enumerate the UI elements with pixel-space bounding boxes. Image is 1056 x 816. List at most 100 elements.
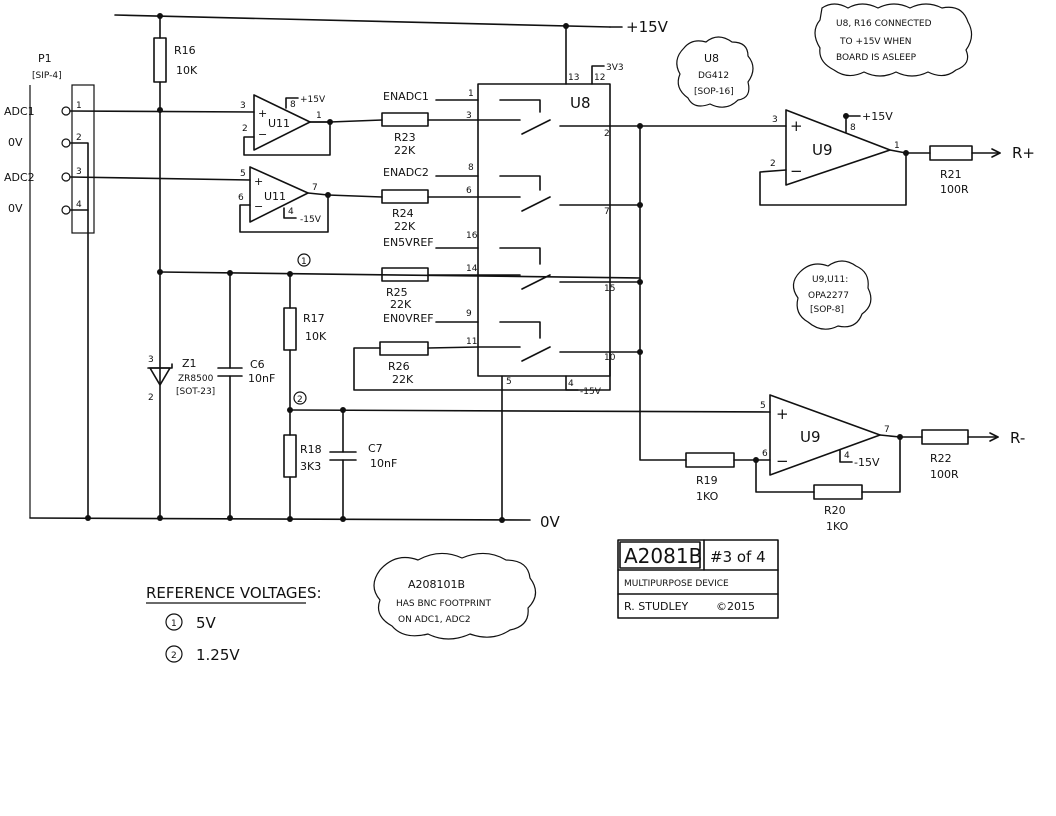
resistor-r17: R17 10K [283, 273, 327, 411]
r17-value: 10K [305, 330, 327, 343]
r22-ref: R22 [930, 452, 952, 465]
title-sheet: #3 of 4 [710, 548, 766, 566]
r24-ref: R24 [392, 207, 414, 220]
opamp-u11b: + − U11 5 6 7 4 -15V [69, 166, 383, 233]
switch-u8: U8 13 12 3V3 5 4 -15V ENADC1 1 ENADC2 8 … [383, 25, 624, 521]
z1-part: ZR8500 [178, 374, 214, 384]
resistor-r26: R26 22K [353, 341, 611, 391]
node2-net: 2 [287, 391, 771, 413]
u8-pin: 11 [466, 337, 477, 347]
r16-ref: R16 [174, 44, 196, 57]
u9b-supply: -15V [854, 456, 880, 469]
u9a-ref: U9 [812, 141, 833, 159]
note-cloud-u8-r16: U8, R16 CONNECTED TO +15V WHEN BOARD IS … [814, 3, 973, 77]
u9b-pin: 7 [884, 425, 890, 435]
r23-value: 22K [394, 144, 416, 157]
z1-package: [SOT-23] [176, 387, 215, 397]
r25-ref: R25 [386, 286, 408, 299]
u11a-pin: 3 [240, 101, 246, 111]
u11b-pin: 5 [240, 169, 246, 179]
u11a-pin: 1 [316, 111, 322, 121]
r18-value: 3K3 [300, 460, 321, 473]
r18-ref: R18 [300, 443, 322, 456]
r22-value: 100R [930, 468, 959, 481]
u8-enable: EN5VREF [383, 236, 434, 249]
u9a-pin: 1 [894, 141, 900, 151]
u8-pin: 2 [604, 129, 610, 139]
u8-note-ref: U8 [704, 52, 719, 65]
u8-enable: ENADC2 [383, 166, 429, 179]
u11b-ref: U11 [264, 190, 286, 203]
r20-ref: R20 [824, 504, 846, 517]
u11b-pin: 6 [238, 193, 244, 203]
u11b-pin: 4 [288, 207, 294, 217]
title-year: ©2015 [716, 600, 755, 613]
u8-pin: 5 [506, 377, 512, 387]
note-line: [SOP-8] [810, 305, 844, 315]
note-line: BOARD IS ASLEEP [836, 53, 917, 63]
connector-ref: P1 [38, 52, 52, 65]
u8-note-part: DG412 [698, 71, 729, 81]
note-cloud-u8-part: U8 DG412 [SOP-16] [676, 36, 754, 108]
refv-value: 1.25V [196, 646, 240, 664]
resistor-r19: R19 1KO [685, 452, 771, 503]
c6-ref: C6 [250, 358, 265, 371]
r23-ref: R23 [394, 131, 416, 144]
connector-p1: P1 [SIP-4] ADC1 0V ADC2 0V 1 2 3 4 [4, 52, 95, 519]
pos15-rail-label: +15V [626, 18, 669, 36]
r21-ref: R21 [940, 168, 962, 181]
refv-value: 5V [196, 614, 217, 632]
connector-pin-label: 0V [8, 202, 23, 215]
refv-title: REFERENCE VOLTAGES: [146, 584, 322, 602]
u8-pin: 7 [604, 207, 610, 217]
u11b-supply: -15V [300, 215, 322, 225]
u9a-pin: 8 [850, 123, 856, 133]
u8-pin: 13 [568, 73, 579, 83]
r19-ref: R19 [696, 474, 718, 487]
note-line: OPA2277 [808, 291, 849, 301]
r26-ref: R26 [388, 360, 410, 373]
gnd-rail: 0V [29, 513, 561, 531]
u11a-supply: +15V [300, 95, 326, 105]
resistor-r23: R23 22K [381, 112, 479, 157]
u8-pin: 15 [604, 284, 615, 294]
u8-ref: U8 [570, 94, 591, 112]
u9a-supply: +15V [862, 110, 893, 123]
u8-pin: 8 [468, 163, 474, 173]
reference-voltages: REFERENCE VOLTAGES: 1 5V 2 1.25V [146, 584, 322, 664]
u9a-pin: 3 [772, 115, 778, 125]
note-line: ON ADC1, ADC2 [398, 615, 471, 625]
output-rplus: R+ [1012, 144, 1035, 162]
connector-pin-label: ADC2 [4, 171, 35, 184]
u9b-ref: U9 [800, 428, 821, 446]
u9a-pin: 2 [770, 159, 776, 169]
r17-ref: R17 [303, 312, 325, 325]
r16-value: 10K [176, 64, 198, 77]
u11a-pin: 2 [242, 124, 248, 134]
r19-value: 1KO [696, 490, 719, 503]
plus-sign: + [790, 117, 803, 135]
u8-note-package: [SOP-16] [694, 87, 734, 97]
refv-node: 1 [171, 619, 177, 629]
plus-sign: + [258, 107, 267, 120]
resistor-r20: R20 1KO [755, 459, 863, 533]
u11b-pin: 7 [312, 183, 318, 193]
r26-value: 22K [392, 373, 414, 386]
title-description: MULTIPURPOSE DEVICE [624, 579, 729, 589]
connector-pin-label: ADC1 [4, 105, 35, 118]
c7-ref: C7 [368, 442, 383, 455]
opamp-u9b: + − U9 5 6 7 4 -15V [760, 394, 923, 493]
resistor-r21: R21 100R R+ [929, 144, 1035, 196]
node2-tag: 2 [297, 395, 303, 405]
u11a-ref: U11 [268, 117, 290, 130]
opamp-u9a: + − U9 3 2 1 8 +15V [759, 109, 931, 206]
note-cloud-opamps: U9,U11: OPA2277 [SOP-8] [792, 260, 872, 330]
r25-value: 22K [390, 298, 412, 311]
plus-sign: + [254, 175, 263, 188]
z1-pin-a: 2 [148, 393, 154, 403]
resistor-r22: R22 100R R- [921, 429, 1025, 481]
r21-value: 100R [940, 183, 969, 196]
u8-supply: -15V [580, 387, 602, 397]
c7-value: 10nF [370, 457, 397, 470]
resistor-r25: R25 22K [381, 267, 479, 311]
